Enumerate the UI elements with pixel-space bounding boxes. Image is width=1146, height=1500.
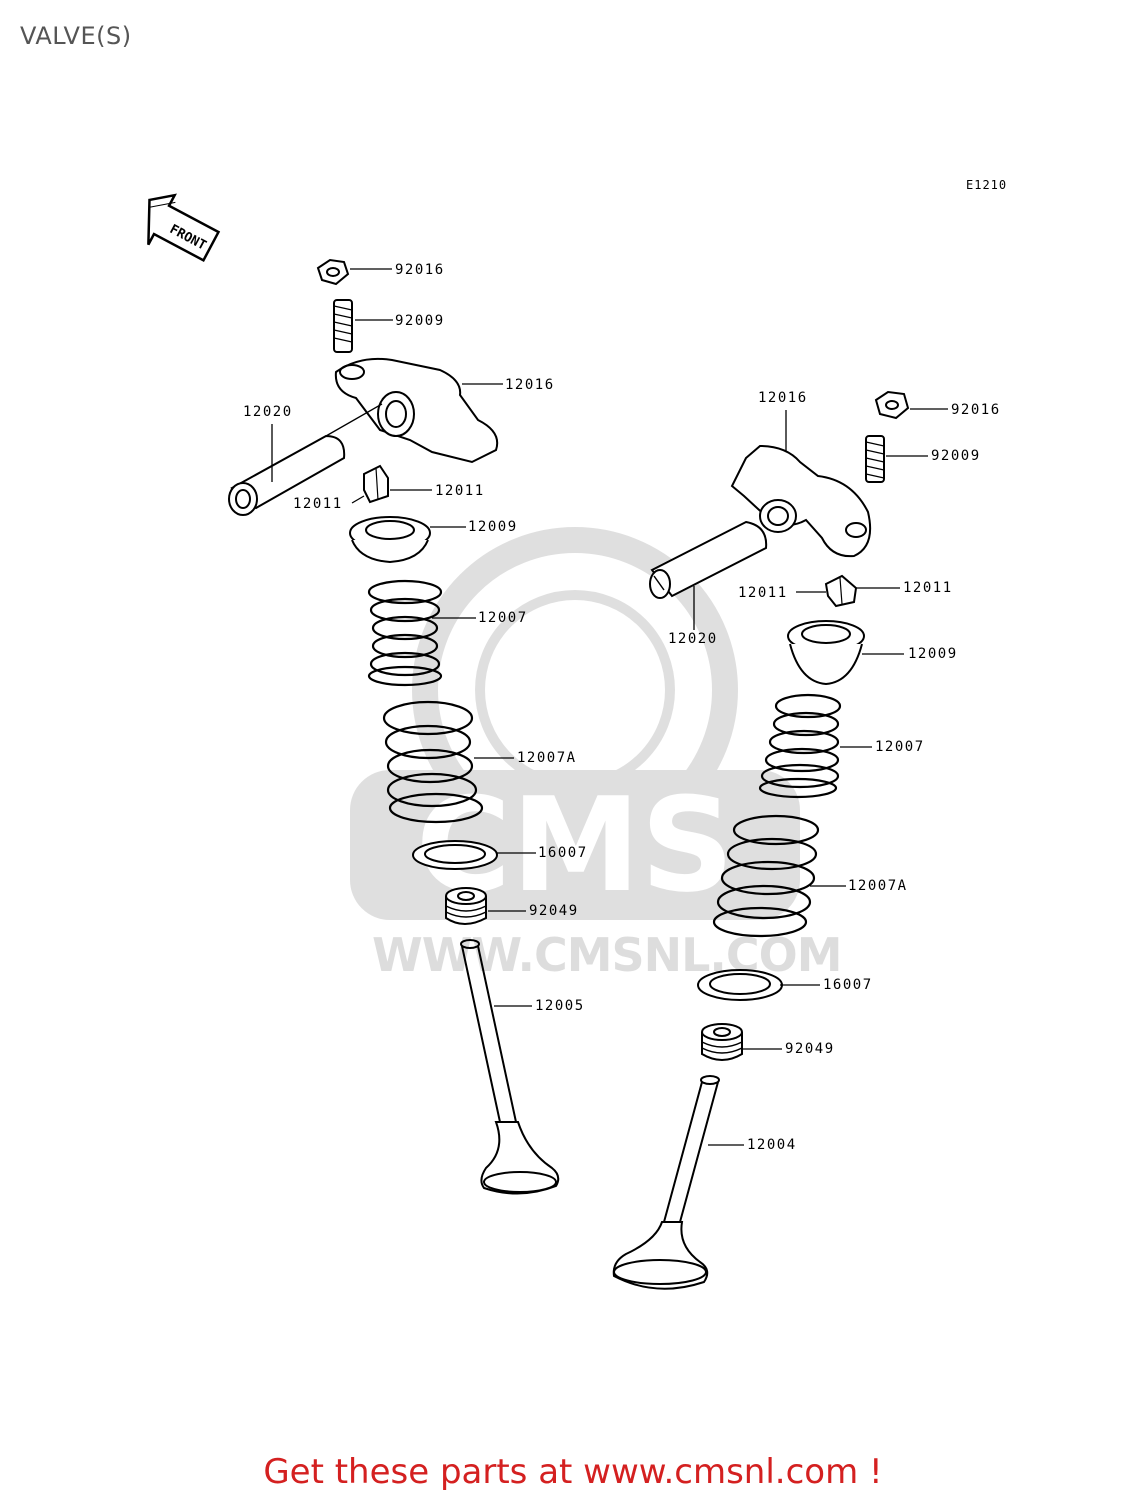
right-cotters-12011 [824,574,858,608]
left-rocker-shaft-12020 [228,403,383,516]
get-parts-link[interactable]: Get these parts at www.cmsnl.com ! [263,1452,883,1492]
right-valve-12004 [612,1075,720,1290]
page-title: VALVE(S) [20,22,132,50]
label-right-92009: 92009 [931,448,981,464]
left-valve-12005 [460,939,560,1195]
label-left-12009: 12009 [468,519,518,535]
right-rocker-shaft-12020 [649,520,768,599]
label-right-12020: 12020 [668,631,718,647]
label-right-12007: 12007 [875,739,925,755]
right-rocker-arm-12016 [730,444,872,558]
left-inner-spring-12007 [367,579,443,687]
left-cotters-12011 [363,464,389,504]
label-left-12007: 12007 [478,610,528,626]
left-nut-92016 [316,258,350,286]
right-seal-92049 [701,1023,743,1061]
label-left-92016: 92016 [395,262,445,278]
label-left-12011-a: 12011 [293,496,343,512]
label-left-92049: 92049 [529,903,579,919]
front-arrow-icon: FRONT [147,193,221,263]
left-seat-16007 [412,840,498,870]
left-screw-92009 [333,299,353,353]
label-left-12005: 12005 [535,998,585,1014]
label-right-16007: 16007 [823,977,873,993]
label-left-92009: 92009 [395,313,445,329]
left-rocker-arm-12016 [334,357,499,464]
right-inner-spring-12007 [758,693,842,799]
label-left-12007A: 12007A [517,750,577,766]
right-screw-92009 [865,435,885,483]
label-right-92016: 92016 [951,402,1001,418]
label-left-12011-b: 12011 [435,483,485,499]
label-right-92049: 92049 [785,1041,835,1057]
label-left-12016: 12016 [505,377,555,393]
label-right-12011-a: 12011 [738,585,788,601]
right-nut-92016 [874,390,910,420]
label-left-16007: 16007 [538,845,588,861]
right-seat-16007 [697,969,783,1001]
label-right-12011-b: 12011 [903,580,953,596]
left-outer-spring-12007A [382,700,484,824]
label-right-12004: 12004 [747,1137,797,1153]
right-retainer-12009 [787,620,865,686]
label-right-12009: 12009 [908,646,958,662]
diagram-code: E1210 [966,178,1008,192]
right-outer-spring-12007A [712,814,820,938]
left-seal-92049 [445,887,487,925]
label-right-12016: 12016 [758,390,808,406]
label-left-12020: 12020 [243,404,293,420]
label-right-12007A: 12007A [848,878,908,894]
left-retainer-12009 [349,516,431,564]
